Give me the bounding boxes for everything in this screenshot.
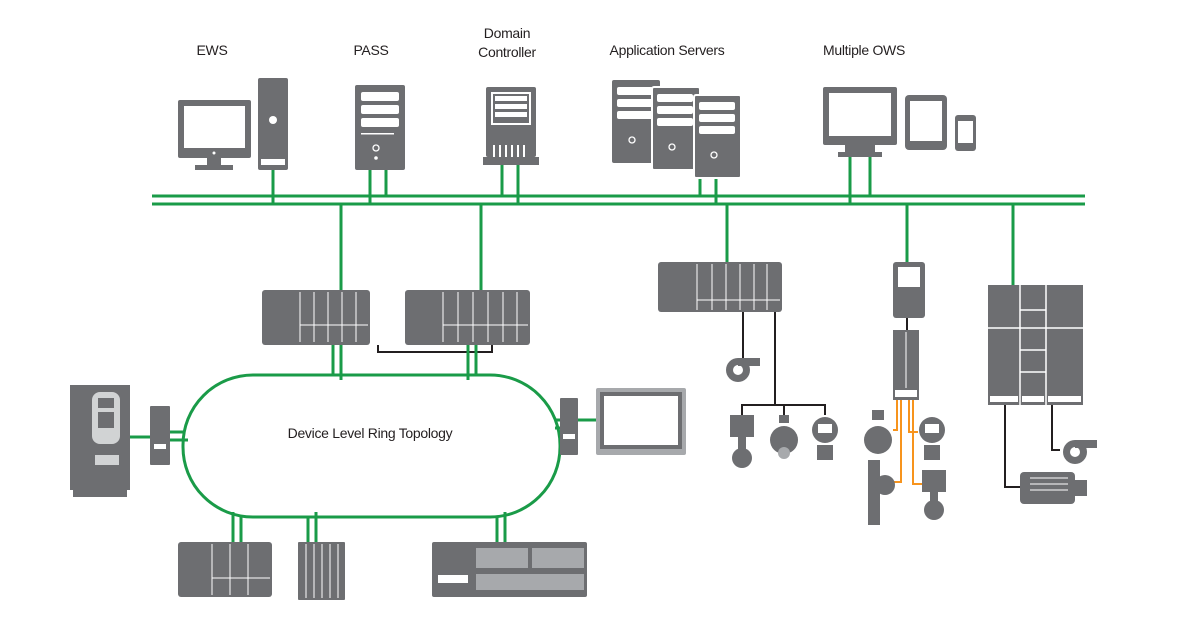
hmi-panel-icon <box>596 388 686 455</box>
operator-workstations-icon <box>823 87 976 157</box>
controller-chassis-2-icon <box>405 290 530 345</box>
redundancy-link <box>377 345 493 353</box>
network-drops <box>271 157 1015 290</box>
controller-chassis-1-icon <box>262 290 370 345</box>
field-devices-2-icon <box>864 410 946 525</box>
label-multiple-ows: Multiple OWS <box>823 42 905 58</box>
label-ring-topology: Device Level Ring Topology <box>287 425 453 441</box>
motor-icon <box>1020 472 1087 504</box>
pump-1-icon <box>726 358 760 382</box>
label-ews: EWS <box>196 42 228 58</box>
ethernet-switch-right-icon <box>560 398 578 455</box>
label-domain-controller-1: Domain <box>483 25 531 41</box>
controller-chassis-3-icon <box>658 262 782 312</box>
fieldbus-io-icon <box>893 330 919 400</box>
control-valve-1-icon <box>730 415 754 468</box>
process-meter-icon <box>893 262 925 318</box>
ethernet-switch-left-icon <box>150 406 170 465</box>
flow-meter-1-icon <box>770 415 798 459</box>
compact-controller-icon <box>432 542 587 597</box>
pump-2-icon <box>1063 440 1097 464</box>
label-application-servers: Application Servers <box>609 42 725 58</box>
fieldbus-wiring <box>893 400 925 485</box>
ews-workstation-icon <box>178 78 288 170</box>
field-wiring <box>741 312 1060 488</box>
domain-controller-icon <box>483 87 539 165</box>
transmitter-1-icon <box>812 417 838 460</box>
label-pass: PASS <box>353 42 389 58</box>
pass-server-icon <box>355 85 405 170</box>
powerflex-drive-icon <box>70 385 130 497</box>
distributed-io-icon <box>298 542 345 600</box>
label-domain-controller-2: Controller <box>478 44 536 60</box>
drive-cabinet-icon <box>988 285 1083 405</box>
supervisory-network-bus <box>152 194 1085 206</box>
device-level-ring <box>181 373 562 519</box>
io-chassis-icon <box>178 542 272 597</box>
ring-connections <box>130 345 596 542</box>
application-servers-icon <box>612 80 742 179</box>
